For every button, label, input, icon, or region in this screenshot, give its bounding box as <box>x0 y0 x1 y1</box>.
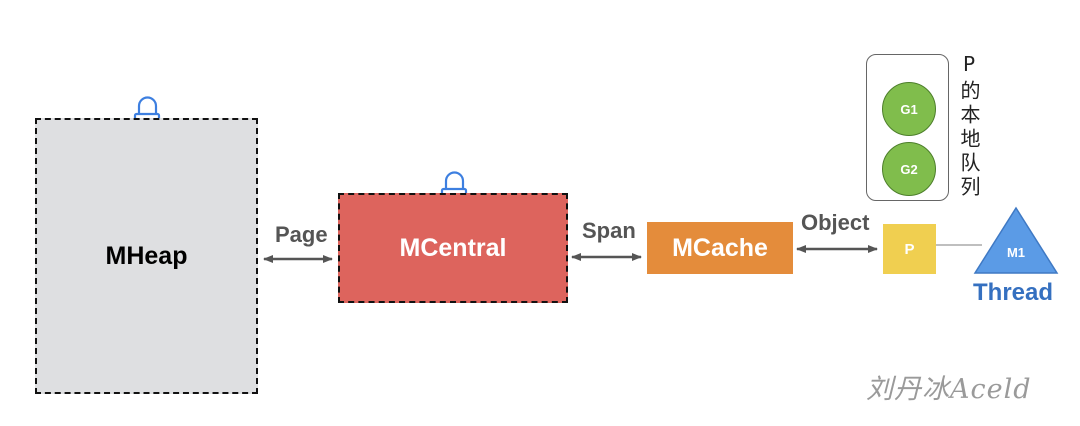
mcentral-label: MCentral <box>399 233 507 262</box>
g2-label: G2 <box>900 161 918 177</box>
goroutine-g2: G2 <box>882 142 936 196</box>
author-watermark: 刘丹冰Aceld <box>866 374 1032 405</box>
p-local-queue: G1 G2 <box>866 54 949 201</box>
page-edge-label: Page <box>275 222 328 247</box>
mheap-node: MHeap <box>35 118 258 394</box>
local-queue-label: P的本地队列 <box>957 52 981 200</box>
object-edge-label: Object <box>801 210 870 235</box>
span-edge-label: Span <box>582 218 636 243</box>
mcache-label: MCache <box>672 233 768 262</box>
mheap-label: MHeap <box>105 241 188 270</box>
mcache-node: MCache <box>647 222 793 274</box>
mcentral-node: MCentral <box>338 193 568 303</box>
p-node: P <box>883 224 936 274</box>
g1-label: G1 <box>900 101 918 117</box>
thread-label: Thread <box>973 279 1054 306</box>
p-label: P <box>904 240 915 258</box>
thread-m1-triangle <box>973 206 1059 274</box>
goroutine-g1: G1 <box>882 82 936 136</box>
m1-label: M1 <box>1007 245 1025 260</box>
